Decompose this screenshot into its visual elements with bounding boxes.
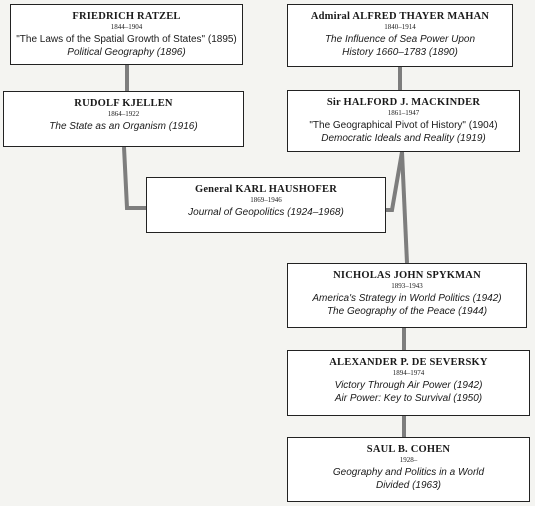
work-title: America's Strategy in World Politics (19… bbox=[312, 293, 502, 304]
box-cohen: SAUL B. COHEN 1928– Geography and Politi… bbox=[287, 437, 530, 502]
box-haushofer: General KARL HAUSHOFER 1869–1946 Journal… bbox=[146, 177, 386, 233]
connector-mackinder-spykman bbox=[400, 151, 409, 264]
work-title: Political Geography (1896) bbox=[67, 46, 186, 58]
person-dates: 1844–1904 bbox=[110, 23, 143, 31]
box-spykman: NICHOLAS JOHN SPYKMAN 1893–1943 America'… bbox=[287, 263, 527, 328]
work-title: Air Power: Key to Survival (1950) bbox=[334, 392, 483, 404]
connector-mackinder-haushofer bbox=[386, 151, 404, 212]
box-mahan: Admiral ALFRED THAYER MAHAN 1840–1914 Th… bbox=[287, 4, 513, 67]
box-seversky: ALEXANDER P. DE SEVERSKY 1894–1974 Victo… bbox=[287, 350, 530, 416]
box-kjellen: RUDOLF KJELLEN 1864–1922 The State as an… bbox=[3, 91, 244, 147]
person-dates: 1861–1947 bbox=[387, 109, 420, 117]
person-dates: 1869–1946 bbox=[250, 196, 282, 204]
person-name: General KARL HAUSHOFER bbox=[194, 184, 338, 195]
work-title: "The Laws of the Spatial Growth of State… bbox=[16, 34, 237, 45]
person-name: ALEXANDER P. DE SEVERSKY bbox=[329, 357, 488, 368]
person-name: FRIEDRICH RATZEL bbox=[72, 11, 181, 22]
work-title: Victory Through Air Power (1942) bbox=[334, 380, 483, 391]
work-title: Geography and Politics in a World bbox=[332, 467, 485, 478]
connector-kjellen-haushofer bbox=[122, 146, 146, 210]
person-dates: 1894–1974 bbox=[392, 369, 425, 377]
person-name: SAUL B. COHEN bbox=[366, 444, 451, 455]
work-title: The State as an Organism (1916) bbox=[49, 121, 198, 132]
person-dates: 1928– bbox=[399, 456, 418, 464]
work-title: Democratic Ideals and Reality (1919) bbox=[321, 132, 486, 144]
work-title: Journal of Geopolitics (1924–1968) bbox=[188, 207, 344, 218]
person-name: RUDOLF KJELLEN bbox=[74, 98, 173, 109]
person-name: NICHOLAS JOHN SPYKMAN bbox=[333, 270, 481, 281]
person-dates: 1864–1922 bbox=[107, 110, 140, 118]
work-title: History 1660–1783 (1890) bbox=[342, 46, 458, 58]
work-title: "The Geographical Pivot of History" (190… bbox=[309, 120, 498, 131]
work-title: The Influence of Sea Power Upon bbox=[324, 34, 476, 45]
person-dates: 1893–1943 bbox=[391, 282, 423, 290]
person-name: Admiral ALFRED THAYER MAHAN bbox=[310, 11, 490, 22]
work-title: The Geography of the Peace (1944) bbox=[326, 305, 488, 317]
person-name: Sir HALFORD J. MACKINDER bbox=[326, 97, 481, 108]
box-mackinder: Sir HALFORD J. MACKINDER 1861–1947 "The … bbox=[287, 90, 520, 152]
work-title: Divided (1963) bbox=[375, 479, 442, 491]
box-ratzel: FRIEDRICH RATZEL 1844–1904 "The Laws of … bbox=[10, 4, 243, 65]
person-dates: 1840–1914 bbox=[384, 23, 416, 31]
